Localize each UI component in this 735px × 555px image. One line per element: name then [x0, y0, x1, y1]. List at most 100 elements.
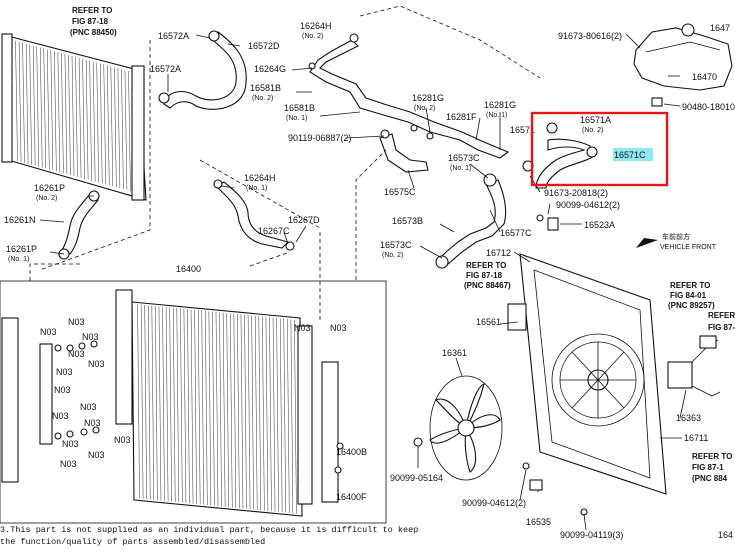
label-n03-12: N03	[88, 450, 105, 460]
core-fin-line	[176, 308, 180, 503]
label-n03-16: N03	[330, 323, 347, 333]
label-16281G-left-qty: (No. 2)	[414, 105, 435, 112]
label-16400F: 16400F	[336, 492, 367, 502]
label-n03-10: N03	[84, 418, 101, 428]
label-16261P-bot-qty: (No. 1)	[8, 256, 29, 263]
label-16264H-mid: 16264H	[244, 173, 276, 183]
leader-lines	[39, 33, 687, 531]
core-fin-line	[121, 69, 124, 190]
label-16577C: 16577C	[500, 228, 532, 238]
core-fin-line	[85, 59, 89, 180]
core-fin-line	[103, 64, 107, 185]
core-fin-line	[36, 46, 39, 167]
label-16400B: 16400B	[336, 447, 367, 457]
label-16267C: 16267C	[258, 226, 290, 236]
core-fin-line	[272, 317, 276, 512]
label-n03-13: N03	[60, 459, 77, 469]
core-fin-line	[75, 56, 78, 177]
core-fin-line	[89, 60, 92, 181]
refer-mid-line2: FIG 87-18	[466, 271, 503, 280]
label-n03-9: N03	[52, 411, 69, 421]
label-16261N: 16261N	[4, 215, 36, 225]
core-fin-line	[43, 48, 47, 169]
refer-br-line2: FIG 87-1	[692, 463, 724, 472]
core-fin-line	[22, 42, 25, 163]
refer-top-left-line3: (PNC 88450)	[70, 28, 117, 37]
refer-top-left-line2: FIG 87-18	[72, 17, 109, 26]
core-fin-line	[265, 316, 269, 511]
core-fin-line	[226, 313, 229, 508]
core-fin-line	[172, 307, 176, 502]
core-fin-line	[219, 312, 222, 507]
vehicle-front-cn: 车前前方	[662, 232, 690, 241]
label-91673-80616: 91673-80616(2)	[558, 31, 622, 41]
label-n03-14: N03	[114, 435, 131, 445]
vehicle-front-label: VEHICLE FRONT	[660, 244, 717, 251]
bolts-drawing	[39, 340, 344, 474]
label-n03-4: N03	[68, 349, 85, 359]
core-fin-line	[162, 306, 165, 501]
refer-br-line1: REFER TO	[692, 452, 732, 461]
label-90099-04119: 90099-04119(3)	[560, 530, 623, 540]
label-90099-04612-bot: 90099-04612(2)	[462, 498, 526, 508]
label-n03-3: N03	[82, 332, 99, 342]
fan-shroud-drawing	[507, 253, 721, 495]
label-16581B-mid: 16581B	[284, 103, 315, 113]
label-16571A: 16571A	[580, 115, 611, 125]
core-fin-line	[197, 310, 201, 505]
label-16264G: 16264G	[254, 64, 286, 74]
core-fin-line	[187, 309, 190, 504]
core-fin-line	[39, 47, 43, 168]
core-fin-line	[64, 54, 68, 175]
core-fin-line	[32, 45, 36, 166]
label-16264H-mid-qty: (No. 1)	[246, 185, 267, 192]
core-fin-line	[183, 308, 187, 503]
core-fin-line	[240, 314, 244, 509]
core-fin-line	[222, 312, 226, 507]
refer-right2-line1: REFER	[708, 311, 735, 320]
highlight-box	[530, 111, 669, 187]
core-fin-line	[230, 313, 233, 508]
label-164-partial: 164	[718, 530, 733, 540]
core-fin-line	[54, 51, 57, 172]
label-16281G-left: 16281G	[412, 93, 444, 103]
core-fin-line	[47, 49, 50, 170]
label-n03-5: N03	[88, 359, 105, 369]
core-fin-line	[107, 65, 110, 186]
core-fin-line	[165, 307, 169, 502]
core-fin-line	[92, 61, 96, 182]
core-fin-line	[294, 319, 297, 514]
core-fin-line	[110, 66, 114, 187]
label-90099-05164: 90099-05164	[390, 473, 443, 483]
label-16571C[interactable]: 16571C	[614, 150, 646, 160]
core-fin-line	[212, 311, 215, 506]
core-fin-line	[269, 317, 272, 512]
label-16361: 16361	[442, 348, 467, 358]
hose-16261N-drawing	[58, 190, 100, 260]
label-16573C-bot: 16573C	[380, 240, 412, 250]
core-fin-line	[68, 55, 71, 176]
label-16712: 16712	[486, 248, 511, 258]
core-fin-line	[205, 310, 208, 505]
label-16400: 16400	[176, 264, 201, 274]
label-16535: 16535	[526, 517, 551, 527]
label-91673-20818: 91673-20818(2)	[544, 188, 608, 198]
label-16571-partial: 16571	[510, 125, 535, 135]
core-fin-line	[258, 316, 262, 511]
core-fin-line	[140, 304, 144, 499]
label-16267D: 16267D	[288, 215, 320, 225]
label-16572A-mid: 16572A	[150, 64, 181, 74]
reservoir-tank-drawing	[633, 23, 733, 107]
core-fin-line	[96, 62, 99, 183]
hose-16572-drawing	[158, 30, 247, 110]
label-16470: 16470	[692, 72, 717, 82]
hose-16571C-drawing	[522, 122, 598, 189]
core-fin-line	[233, 313, 237, 508]
refer-mid-line1: REFER TO	[466, 261, 506, 270]
label-16571A-qty: (No. 2)	[582, 127, 603, 134]
label-16573C-top: 16573C	[448, 153, 480, 163]
refer-right-line3: (PNC 89257)	[668, 301, 715, 310]
core-fin-line	[283, 318, 286, 513]
